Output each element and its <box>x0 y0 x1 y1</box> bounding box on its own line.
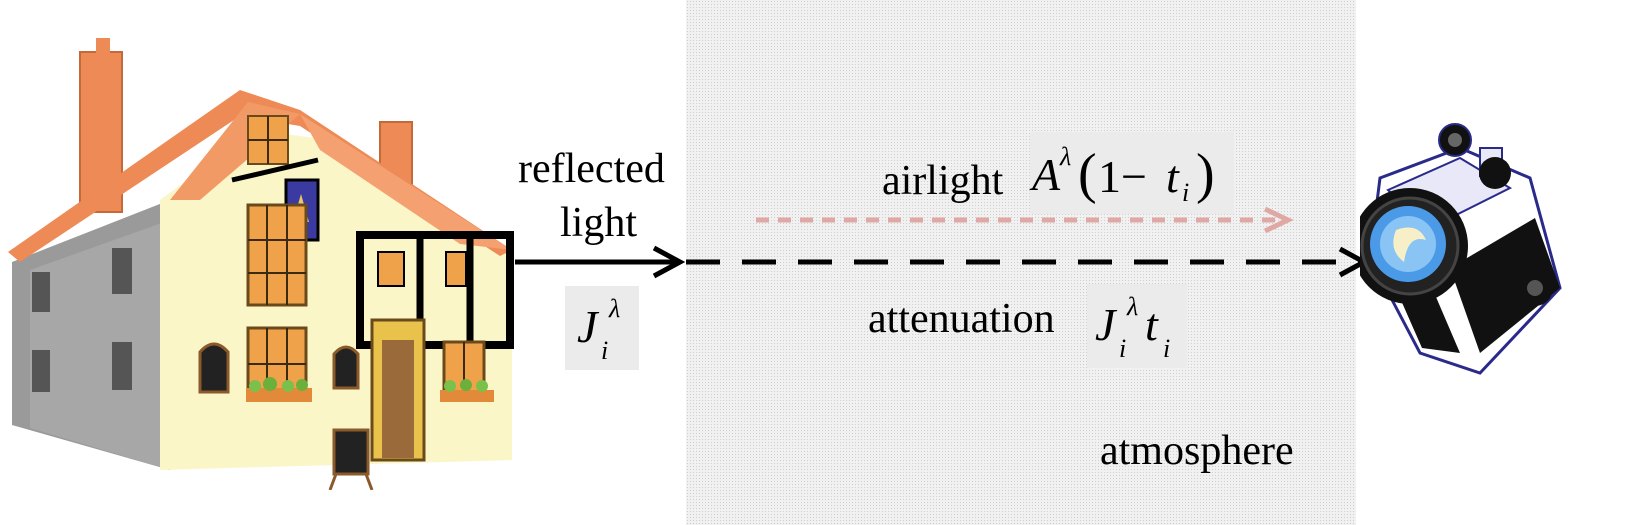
formula-main: A <box>1032 149 1061 200</box>
formula-paren-close: ) <box>1196 143 1215 205</box>
formula-sub: i <box>1119 334 1127 363</box>
atmosphere-region <box>686 0 1356 525</box>
attenuation-label: attenuation <box>868 296 1055 342</box>
airlight-formula: A λ ( 1− t i ) <box>1030 132 1234 214</box>
formula-one-minus: 1− <box>1098 151 1147 202</box>
atmosphere-label: atmosphere <box>1100 428 1294 474</box>
formula-sup: λ <box>1060 142 1072 171</box>
formula-sub: i <box>601 336 609 365</box>
reflected-light-label-line2: light <box>560 200 638 246</box>
reflected-light-arrowhead <box>652 245 686 279</box>
camera-icon <box>1360 123 1562 375</box>
house-icon <box>8 38 514 490</box>
formula-sub: i <box>1182 178 1190 207</box>
formula-main: J <box>1095 299 1116 350</box>
formula-sup: λ <box>1127 292 1139 321</box>
airlight-arrowhead <box>1263 206 1294 234</box>
reflected-light-label-line1: reflected <box>518 146 665 192</box>
formula-paren-open: ( <box>1078 143 1097 205</box>
airlight-label: airlight <box>882 158 1004 204</box>
attenuation-formula: J λ i t i <box>1087 284 1187 368</box>
formula-t-sub: i <box>1163 334 1171 363</box>
formula-main: J <box>577 301 598 352</box>
formula-t: t <box>1166 151 1179 202</box>
reflected-light-formula: J λ i <box>565 286 639 370</box>
formula-t: t <box>1145 299 1158 350</box>
formula-sup: λ <box>609 294 621 323</box>
